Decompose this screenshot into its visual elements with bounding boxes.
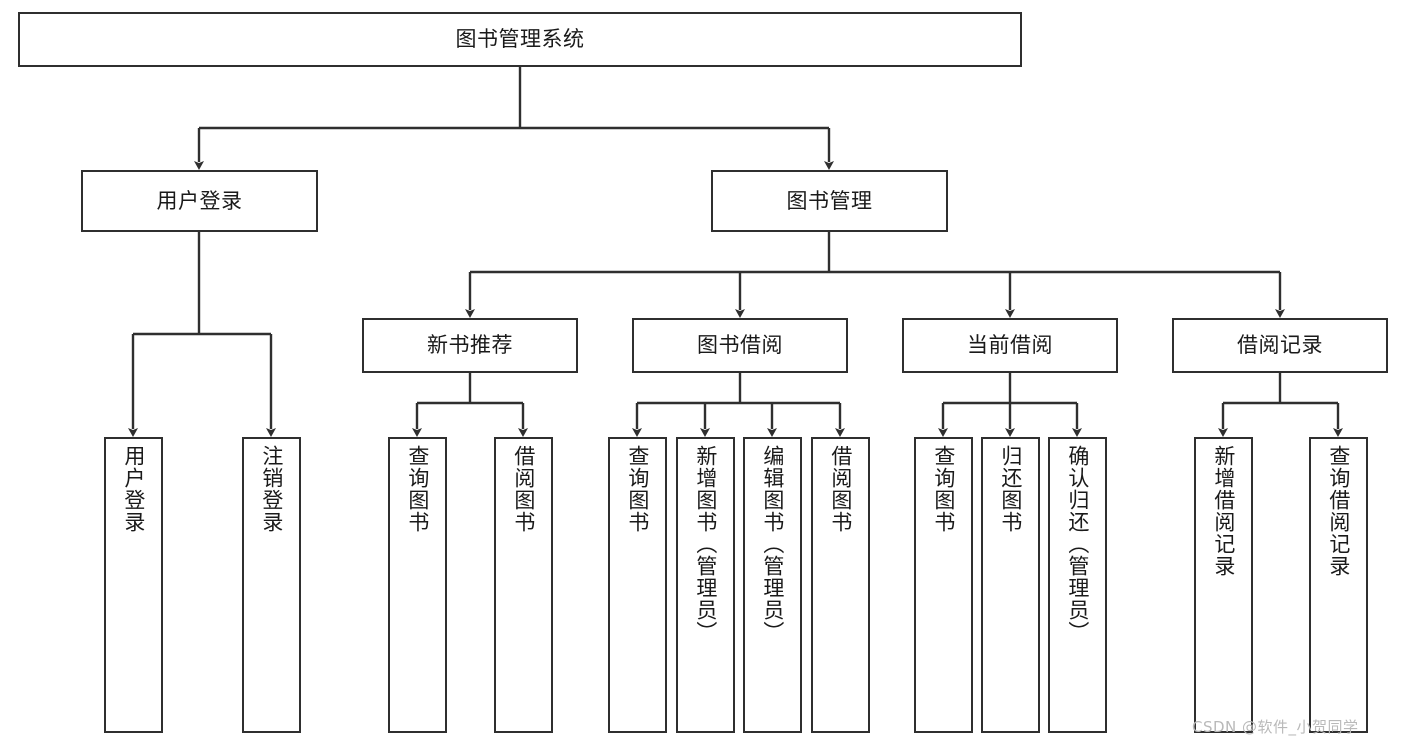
- leaf-borrow-record-add-record[interactable]: 新增借阅记录: [1194, 437, 1253, 733]
- node-root-label: 图书管理系统: [455, 27, 585, 52]
- node-current-borrow-label: 当前借阅: [967, 333, 1053, 358]
- node-new-book-recommend[interactable]: 新书推荐: [362, 318, 578, 373]
- node-user-login-label: 用户登录: [156, 188, 243, 213]
- node-book-borrow[interactable]: 图书借阅: [632, 318, 848, 373]
- leaf-user-login-sign-in-label: 用户登录: [121, 445, 146, 533]
- leaf-book-borrow-query-books-label: 查询图书: [625, 445, 650, 533]
- leaf-current-borrow-query-books-label: 查询图书: [931, 445, 956, 533]
- leaf-borrow-record-query-record[interactable]: 查询借阅记录: [1309, 437, 1368, 733]
- node-user-login[interactable]: 用户登录: [81, 170, 318, 232]
- leaf-book-borrow-borrow-books[interactable]: 借阅图书: [811, 437, 870, 733]
- leaf-user-login-sign-out[interactable]: 注销登录: [242, 437, 301, 733]
- leaf-book-borrow-edit-book-admin-label: 编辑图书（管理员）: [760, 445, 785, 643]
- leaf-user-login-sign-out-label: 注销登录: [259, 445, 284, 533]
- node-book-borrow-label: 图书借阅: [697, 333, 783, 358]
- leaf-new-book-borrow-books[interactable]: 借阅图书: [494, 437, 553, 733]
- leaf-current-borrow-query-books[interactable]: 查询图书: [914, 437, 973, 733]
- leaf-current-borrow-return-books-label: 归还图书: [998, 445, 1023, 533]
- leaf-current-borrow-confirm-return-admin-label: 确认归还（管理员）: [1065, 445, 1090, 643]
- node-current-borrow[interactable]: 当前借阅: [902, 318, 1118, 373]
- node-new-book-recommend-label: 新书推荐: [427, 333, 513, 358]
- leaf-new-book-query-books-label: 查询图书: [405, 445, 430, 533]
- node-book-management[interactable]: 图书管理: [711, 170, 948, 232]
- leaf-new-book-query-books[interactable]: 查询图书: [388, 437, 447, 733]
- leaf-new-book-borrow-books-label: 借阅图书: [511, 445, 536, 533]
- leaf-borrow-record-add-record-label: 新增借阅记录: [1211, 445, 1236, 577]
- leaf-book-borrow-add-book-admin-label: 新增图书（管理员）: [693, 445, 718, 643]
- leaf-current-borrow-return-books[interactable]: 归还图书: [981, 437, 1040, 733]
- leaf-book-borrow-edit-book-admin[interactable]: 编辑图书（管理员）: [743, 437, 802, 733]
- node-root-book-management-system[interactable]: 图书管理系统: [18, 12, 1022, 67]
- leaf-current-borrow-confirm-return-admin[interactable]: 确认归还（管理员）: [1048, 437, 1107, 733]
- leaf-borrow-record-query-record-label: 查询借阅记录: [1326, 445, 1351, 577]
- leaf-book-borrow-query-books[interactable]: 查询图书: [608, 437, 667, 733]
- node-borrow-record[interactable]: 借阅记录: [1172, 318, 1388, 373]
- leaf-user-login-sign-in[interactable]: 用户登录: [104, 437, 163, 733]
- leaf-book-borrow-borrow-books-label: 借阅图书: [828, 445, 853, 533]
- node-book-management-label: 图书管理: [786, 188, 873, 213]
- leaf-book-borrow-add-book-admin[interactable]: 新增图书（管理员）: [676, 437, 735, 733]
- node-borrow-record-label: 借阅记录: [1237, 333, 1323, 358]
